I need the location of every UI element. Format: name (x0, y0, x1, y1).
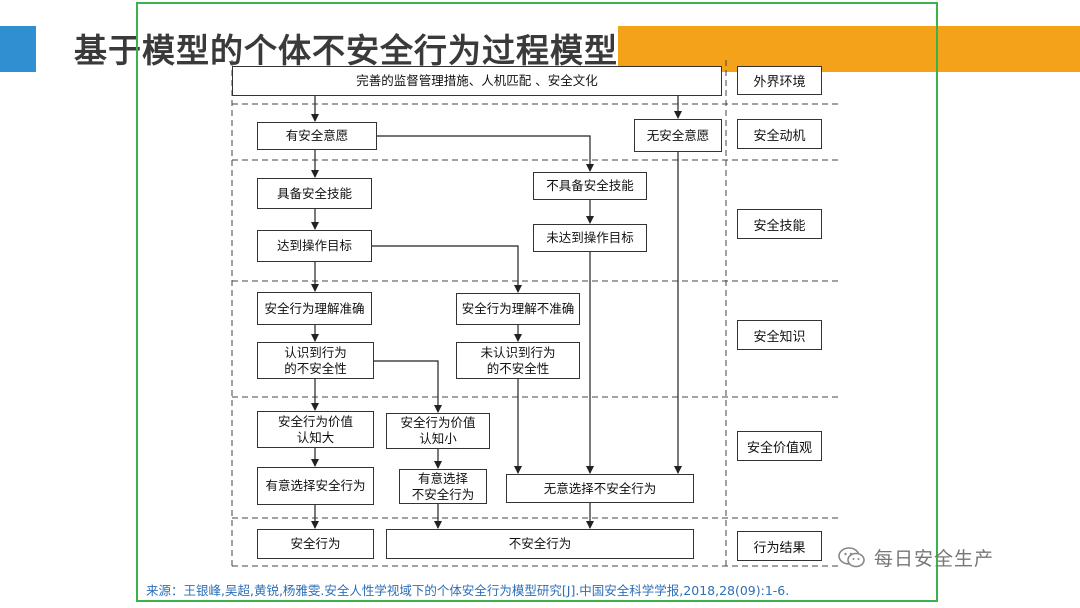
layer-values: 安全价值观 (737, 431, 822, 461)
environment-box: 完善的监督管理措施、人机匹配 、安全文化 (232, 66, 722, 96)
reach-goal-box: 达到操作目标 (257, 230, 372, 262)
unskilled-box: 不具备安全技能 (533, 172, 647, 200)
layer-motivation: 安全动机 (737, 119, 822, 149)
unaware-unsafe-box: 未认识到行为 的不安全性 (456, 342, 580, 379)
result-unsafe-box: 不安全行为 (386, 529, 694, 559)
miss-goal-box: 未达到操作目标 (533, 224, 647, 252)
title-accent-blue (0, 26, 36, 72)
unwilling-box: 无安全意愿 (634, 119, 722, 152)
layer-environment: 外界环境 (737, 66, 822, 95)
skilled-box: 具备安全技能 (257, 178, 372, 209)
source-citation: 来源：王银峰,吴超,黄锐,杨雅雯.安全人性学视域下的个体安全行为模型研究[J].… (146, 583, 790, 598)
willing-box: 有安全意愿 (257, 122, 377, 150)
layer-separators (231, 60, 840, 567)
layer-knowledge: 安全知识 (737, 320, 822, 350)
aware-unsafe-box: 认识到行为 的不安全性 (257, 342, 374, 379)
choose-unsafe-box: 有意选择 不安全行为 (399, 469, 487, 504)
slide-title: 基于模型的个体不安全行为过程模型 (74, 31, 618, 70)
result-safe-box: 安全行为 (257, 529, 374, 559)
watermark-text: 每日安全生产 (874, 548, 995, 570)
wechat-icon (838, 546, 866, 570)
value-low-box: 安全行为价值 认知小 (386, 413, 490, 449)
understand-inaccurate-box: 安全行为理解不准确 (456, 293, 580, 325)
layer-skill: 安全技能 (737, 209, 822, 239)
layer-result: 行为结果 (737, 531, 822, 561)
choose-safe-box: 有意选择安全行为 (257, 467, 374, 505)
unintended-unsafe-box: 无意选择不安全行为 (506, 474, 694, 503)
value-high-box: 安全行为价值 认知大 (257, 411, 374, 448)
title-accent-orange (612, 26, 1080, 72)
understand-accurate-box: 安全行为理解准确 (257, 292, 372, 325)
watermark: 每日安全生产 (838, 544, 994, 571)
flow-arrows (311, 96, 682, 529)
